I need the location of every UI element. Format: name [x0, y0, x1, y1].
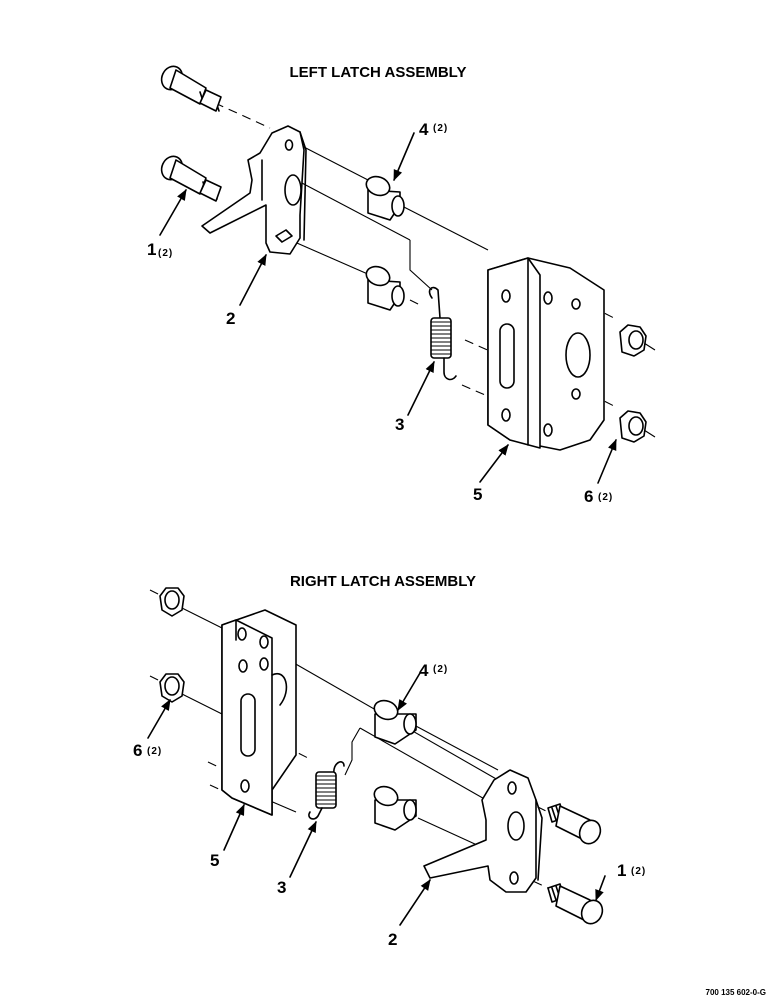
left-callout-1: 1: [147, 240, 156, 259]
right-latch-assembly: RIGHT LATCH ASSEMBLY: [133, 573, 646, 949]
left-bolt-top: [160, 65, 222, 112]
right-bracket: [221, 609, 297, 816]
right-spring: [308, 761, 345, 820]
right-callout-1-qty: (2): [631, 866, 646, 877]
left-explode-lines: [214, 102, 656, 438]
left-nut-top: [619, 324, 647, 357]
left-latch-assembly: LEFT LATCH ASSEMBLY: [147, 64, 656, 506]
left-callout-2: 2: [226, 309, 235, 328]
drawing-code: 700 135 602-0-G: [706, 988, 767, 997]
left-bolt-bottom: [160, 155, 222, 202]
left-assembly-title: LEFT LATCH ASSEMBLY: [290, 64, 467, 81]
right-callout-3: 3: [277, 878, 286, 897]
right-callout-6: 6: [133, 741, 142, 760]
left-callout-1-qty: (2): [158, 248, 173, 259]
left-callout-6: 6: [584, 487, 593, 506]
right-nut-top: [159, 587, 185, 617]
right-callout-4-qty: (2): [433, 664, 448, 675]
left-callout-4-qty: (2): [433, 123, 448, 134]
left-callout-4: 4: [419, 120, 429, 139]
right-spacer-bottom: [373, 785, 417, 831]
right-callout-6-qty: (2): [147, 746, 162, 757]
right-callout-2: 2: [388, 930, 397, 949]
right-bolt-bottom: [547, 883, 604, 925]
left-bracket: [487, 257, 605, 451]
right-latch-arm: [423, 769, 543, 893]
right-callout-5: 5: [210, 851, 219, 870]
left-spring: [428, 286, 457, 381]
right-callout-1: 1: [617, 861, 626, 880]
left-nut-bottom: [619, 410, 647, 443]
left-latch-arm: [201, 125, 307, 255]
right-spacer-top: [373, 699, 417, 745]
left-callout-6-qty: (2): [598, 492, 613, 503]
right-assembly-title: RIGHT LATCH ASSEMBLY: [290, 573, 476, 590]
left-spacer-bottom: [365, 265, 405, 311]
right-nut-bottom: [159, 673, 185, 703]
right-bolt-top: [547, 803, 602, 845]
right-leaders: [147, 672, 606, 926]
left-callout-5: 5: [473, 485, 482, 504]
right-callout-4: 4: [419, 661, 429, 680]
left-spacer-top: [365, 175, 405, 221]
left-leaders: [159, 132, 617, 484]
left-callout-3: 3: [395, 415, 404, 434]
